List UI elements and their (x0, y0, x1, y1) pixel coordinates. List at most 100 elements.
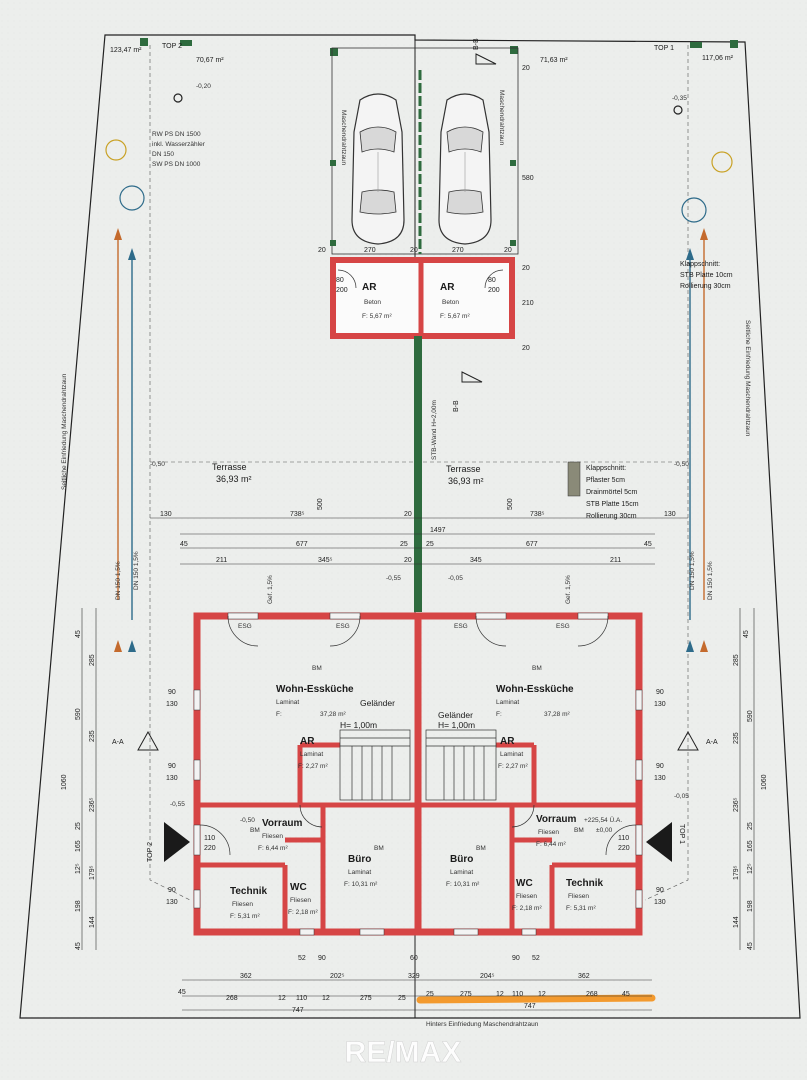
klappschnitt-top-2: STB Platte 10cm (680, 272, 733, 279)
bdim2-3: 12 (278, 995, 286, 1002)
u0-vorraum-area: F: 6,44 m² (258, 845, 288, 852)
terrace-right-area: 36,93 m² (448, 476, 484, 486)
dim-row2-5: 677 (526, 541, 538, 548)
dim-terrace-1: 130 (160, 511, 172, 518)
vdim-right-8: 165 (747, 840, 754, 852)
terrace-left-name: Terrasse (212, 462, 247, 472)
opening-dim-12: 130 (654, 899, 666, 906)
terrace-left-area: 36,93 m² (216, 474, 252, 484)
storage-door-dim-3: 80 (488, 277, 496, 284)
carport-dim-3: 20 (410, 247, 418, 254)
storage-right-area: F: 5,67 m² (440, 313, 470, 320)
slope-left: Gef. 1,5% (267, 575, 274, 604)
u1-ar-name: AR (500, 736, 515, 747)
opening-dim-8: 130 (654, 701, 666, 708)
u1-vorraum-area: F: 6,44 m² (536, 841, 566, 848)
wc-dim-2: 90 (318, 955, 326, 962)
klappschnitt-terrace-5: Rollierung 30cm (586, 513, 637, 520)
utility-note-4: SW PS DN 1000 (152, 161, 201, 168)
dn-right-2: DN 150 1,5% (707, 561, 714, 600)
u1-kitchen-floor: Laminat (496, 699, 519, 706)
u0-esg-2: ESG (336, 623, 350, 630)
wc-dim-1: 52 (298, 955, 306, 962)
vdim-left-3: 590 (75, 708, 82, 720)
dn-left-1: DN 150 1,5% (115, 561, 122, 600)
u1-buero-bm: BM (476, 845, 486, 852)
utility-note-1: RW PS DN 1500 (152, 131, 201, 138)
klappschnitt-terrace-2: Pflaster 5cm (586, 477, 625, 484)
vdim-right-3: 590 (747, 710, 754, 722)
storage-left-area: F: 5,67 m² (362, 313, 392, 320)
storage-door-dim-4: 200 (488, 287, 500, 294)
level-l6: -0,05 (448, 575, 463, 582)
pipe-arrows (114, 228, 708, 652)
bdim2-12: 12 (538, 991, 546, 998)
vdim-left-1: 45 (75, 630, 82, 638)
windows (193, 612, 643, 936)
u0-vorraum-name: Vorraum (262, 818, 302, 829)
fence-rear: Hinters Einfriedung Maschendrahtzaun (426, 1021, 539, 1028)
dim-terrace-3: 500 (317, 498, 324, 510)
vdim-right-9: 12⁵ (747, 863, 754, 874)
vdim-right-13: 45 (747, 942, 754, 950)
carport-dim-4: 270 (452, 247, 464, 254)
section-bb-top-label: B-B (473, 38, 480, 50)
opening-dim-1: 90 (168, 689, 176, 696)
u0-esg-1: ESG (238, 623, 252, 630)
u1-vorraum-bm: BM (574, 827, 584, 834)
section-aa-left-label: A-A (112, 739, 124, 746)
plot-outline (19, 34, 801, 1019)
opening-dim-10: 130 (654, 775, 666, 782)
dim-row3-3: 20 (404, 557, 412, 564)
u1-ar-area: F: 2,27 m² (498, 763, 528, 770)
level-l9: -0,50 (240, 817, 255, 824)
right-building-line (644, 45, 689, 901)
middle-wall-label: STB-Wand H=2,00m (431, 400, 438, 460)
u1-kitchen-name: Wohn-Essküche (496, 684, 574, 695)
u1-buero-floor: Laminat (450, 869, 473, 876)
u0-kitchen-bm: BM (312, 665, 322, 672)
storage-door-dim-1: 80 (336, 277, 344, 284)
u0-ar-name: AR (300, 736, 315, 747)
carport-dim-1: 20 (318, 247, 326, 254)
vdim-left-8: 165 (75, 840, 82, 852)
u0-technik-name: Technik (230, 886, 267, 897)
vdim-left-7: 25 (75, 822, 82, 830)
vdim-left-5: 1060 (61, 774, 68, 790)
u1-technik-name: Technik (566, 878, 603, 889)
remax-watermark: RE/MAX (345, 1036, 462, 1069)
u0-railing-h: H= 1,00m (340, 720, 377, 730)
dn-left-2: DN 150 1,5% (133, 551, 140, 590)
entrance-top1-label: TOP 1 (678, 824, 685, 844)
klappschnitt-terrace-4: STB Platte 15cm (586, 501, 639, 508)
bdim2-1: 45 (178, 989, 186, 996)
storage-rooms (330, 257, 515, 339)
opening-dim-6: 130 (166, 899, 178, 906)
bdim2-4: 110 (296, 995, 307, 1002)
u0-technik-area: F: 5,31 m² (230, 913, 260, 920)
bdim1-3: 329 (408, 973, 420, 980)
u1-railing: Geländer (438, 710, 473, 720)
vdim-left-4: 235 (89, 730, 96, 742)
carport-dim-v1: 20 (522, 65, 530, 72)
vdim-right-11: 198 (747, 900, 754, 912)
section-bb-top-icon (475, 53, 497, 65)
vdim-left-12: 144 (89, 916, 96, 928)
bdim1-5: 362 (578, 973, 590, 980)
level-l4: -0,50 (674, 461, 689, 468)
opening-dim-3: 90 (168, 763, 176, 770)
u0-kitchen-area: 37,28 m² (320, 711, 346, 718)
storage-right-name: AR (440, 282, 455, 293)
storage-left-material: Beton (364, 299, 381, 306)
bdim2-11: 110 (512, 991, 523, 998)
manhole-icons (105, 93, 733, 223)
utility-note-3: DN 150 (152, 151, 174, 158)
door-dim-2: 220 (204, 845, 216, 852)
carport-dim-2: 270 (364, 247, 376, 254)
plot-label-top1: TOP 1 (654, 45, 674, 52)
u1-buero-name: Büro (450, 854, 473, 865)
dim-row2-2: 677 (296, 541, 308, 548)
vdim-right-2: 285 (733, 654, 740, 666)
opening-dim-11: 90 (656, 887, 664, 894)
